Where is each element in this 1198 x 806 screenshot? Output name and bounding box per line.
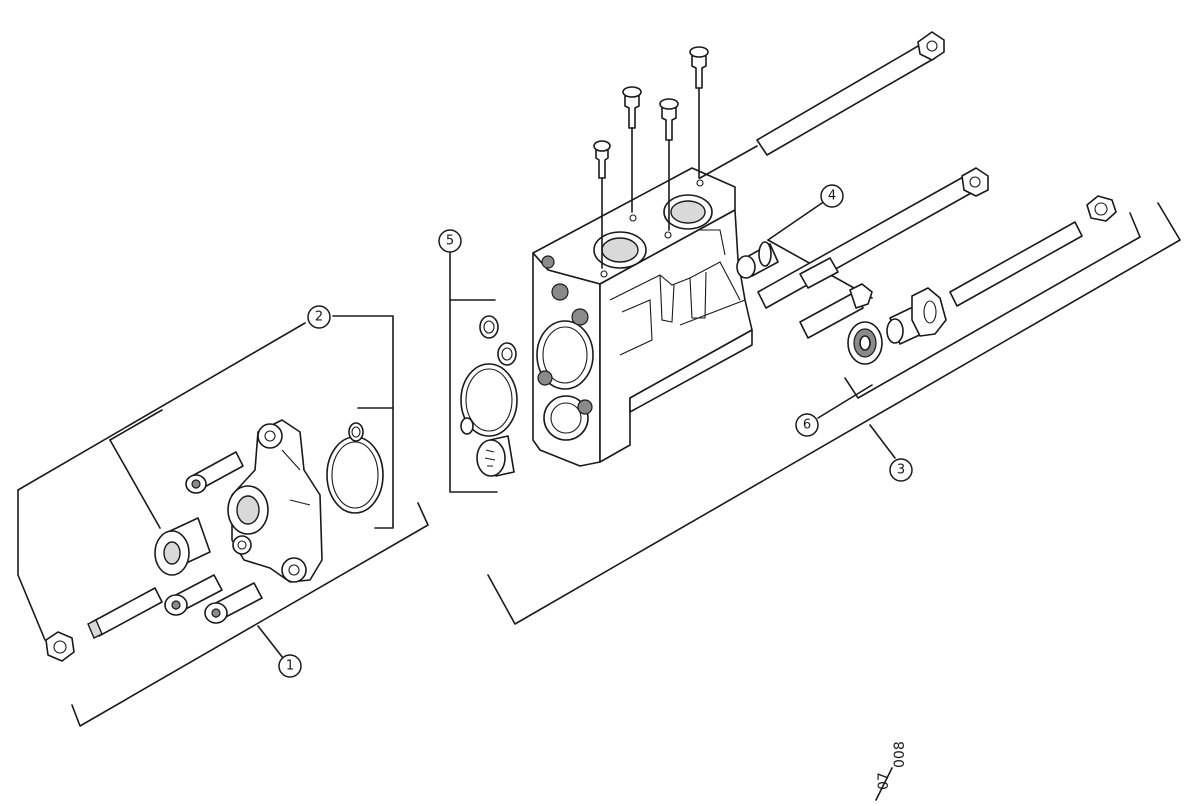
drawing-reference-slash xyxy=(875,767,893,801)
seal-ring-part-6 xyxy=(847,321,883,365)
cap-screw-top-4 xyxy=(689,46,709,179)
cap-screw-top-1 xyxy=(593,140,611,269)
tie-rod-1 xyxy=(699,31,945,179)
svg-text:3: 3 xyxy=(897,463,905,478)
hex-nut-right xyxy=(1086,195,1117,222)
o-ring-small-5c xyxy=(460,417,474,435)
svg-text:1: 1 xyxy=(286,659,294,674)
bracket-group-2b xyxy=(17,322,306,491)
tie-rod-2 xyxy=(757,167,989,309)
callout-4: 4 xyxy=(820,184,844,208)
svg-text:008: 008 xyxy=(892,741,908,768)
bracket-2-tick-b xyxy=(109,409,163,441)
fitting-part-4 xyxy=(736,241,779,279)
stud-rod-left xyxy=(87,587,163,639)
flange-housing xyxy=(227,419,323,583)
plug-left xyxy=(154,517,211,576)
svg-text:4: 4 xyxy=(828,189,836,204)
cap-screw-left-2 xyxy=(164,574,223,616)
o-ring-small-5b xyxy=(497,342,517,366)
cap-screw-top-2 xyxy=(622,86,642,213)
hex-fitting-part-6 xyxy=(886,287,947,345)
valve-body-main xyxy=(532,167,753,467)
hex-nut-left xyxy=(45,631,75,662)
svg-text:6: 6 xyxy=(803,418,811,433)
o-ring-large-5 xyxy=(460,363,518,437)
callout-3: 3 xyxy=(889,458,913,482)
cap-screw-left-3 xyxy=(204,582,263,624)
cap-screw-left-1 xyxy=(185,451,244,494)
bracket-group-6 xyxy=(844,212,1141,399)
leader-3 xyxy=(869,424,896,459)
leader-6 xyxy=(817,384,873,419)
svg-text:2: 2 xyxy=(315,310,323,325)
bracket-group-2 xyxy=(17,489,46,641)
bracket-group-1 xyxy=(71,502,429,727)
svg-text:5: 5 xyxy=(446,234,454,249)
callout-2: 2 xyxy=(307,305,331,329)
check-disc-5 xyxy=(476,435,515,477)
o-ring-small-5a xyxy=(479,315,499,339)
callout-1: 1 xyxy=(278,654,302,678)
tie-rod-3 xyxy=(799,283,873,339)
bracket-group-3 xyxy=(487,202,1181,625)
bracket-2-tick-a xyxy=(109,439,161,529)
callout-6: 6 xyxy=(795,413,819,437)
drawing-reference: 07 008 xyxy=(876,741,908,790)
o-ring-large-left xyxy=(326,436,384,514)
o-ring-small-left xyxy=(348,422,364,442)
cap-screw-top-3 xyxy=(659,98,679,231)
svg-text:07: 07 xyxy=(876,772,892,790)
bracket-group-5 xyxy=(449,299,498,493)
leader-4 xyxy=(767,202,823,241)
tie-rod-4 xyxy=(799,257,839,289)
tie-rod-5 xyxy=(949,221,1083,307)
bracket-group-2c xyxy=(332,315,394,529)
callout-5: 5 xyxy=(438,229,462,253)
leader-1 xyxy=(257,625,284,659)
